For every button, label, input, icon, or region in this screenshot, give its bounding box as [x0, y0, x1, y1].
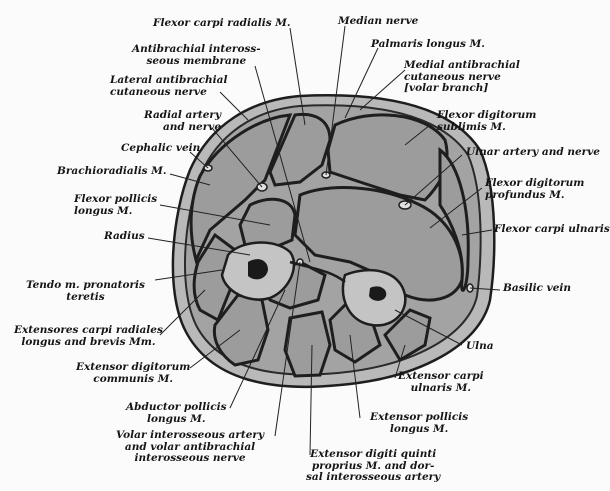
label-flexor-digitorum-sublimis: Flexor digitorum sublimis M.: [437, 110, 536, 133]
label-median-nerve: Median nerve: [338, 16, 418, 28]
label-brachioradialis: Brachioradialis M.: [57, 166, 167, 178]
label-antibrachial-interosseous: Antibrachial inteross- seous membrane: [132, 44, 261, 67]
label-lateral-antibrachial: Lateral antibrachial cutaneous nerve: [110, 75, 227, 98]
label-extensor-carpi-ulnaris: Extensor carpi ulnaris M.: [398, 371, 484, 394]
label-volar-interosseous: Volar interosseous artery and volar anti…: [116, 430, 264, 465]
label-extensor-digiti: Extensor digiti quinti proprius M. and d…: [306, 449, 440, 484]
label-medial-antibrachial: Medial antibrachial cutaneous nerve [vol…: [404, 60, 520, 95]
label-radial-artery: Radial artery and nerve: [144, 110, 221, 133]
label-flexor-carpi-radialis: Flexor carpi radialis M.: [153, 18, 291, 30]
label-flexor-digitorum-profundus: Flexor digitorum profundus M.: [485, 178, 584, 201]
label-ulnar-artery: Ulnar artery and nerve: [466, 147, 600, 159]
label-flexor-carpi-ulnaris: Flexor carpi ulnaris: [494, 224, 610, 236]
label-extensor-pollicis: Extensor pollicis longus M.: [370, 412, 468, 435]
label-tendo-pronatoris: Tendo m. pronatoris teretis: [26, 280, 145, 303]
label-palmaris-longus: Palmaris longus M.: [371, 39, 485, 51]
label-extensores-carpi: Extensores carpi radiales longus and bre…: [14, 325, 163, 348]
label-basilic-vein: Basilic vein: [503, 283, 571, 295]
label-cephalic-vein: Cephalic vein: [121, 143, 200, 155]
label-flexor-pollicis-longus: Flexor pollicis longus M.: [74, 194, 157, 217]
label-abductor-pollicis: Abductor pollicis longus M.: [126, 402, 227, 425]
label-ulna: Ulna: [466, 341, 494, 353]
label-extensor-digitorum-communis: Extensor digitorum communis M.: [76, 362, 190, 385]
label-radius: Radius: [104, 231, 145, 243]
